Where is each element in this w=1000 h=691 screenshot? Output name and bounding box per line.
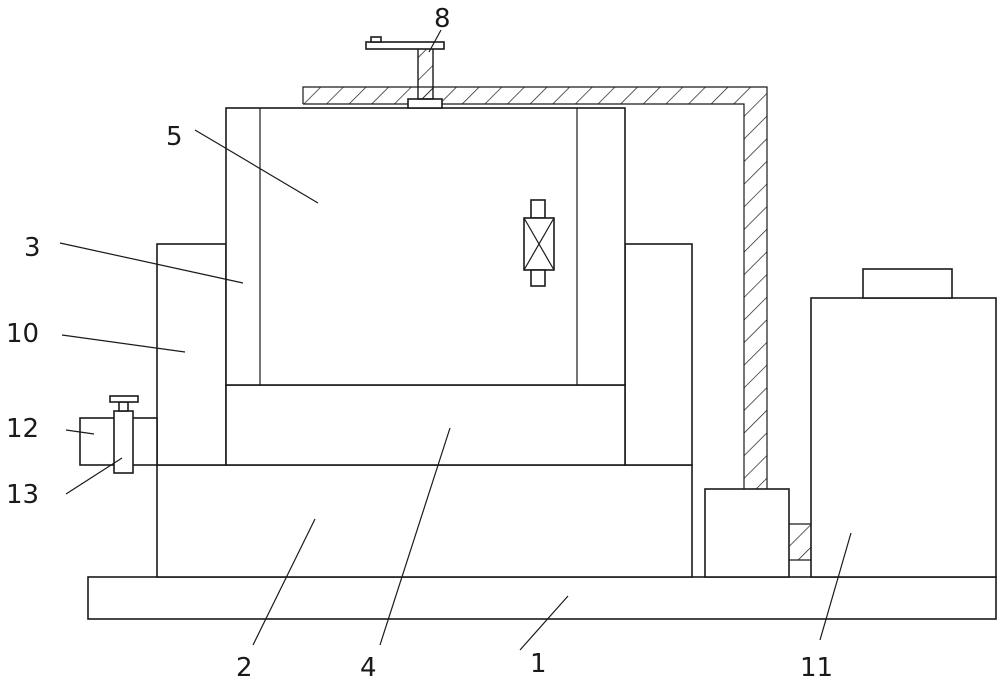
top-handle-screw — [365, 36, 445, 109]
tank — [810, 297, 997, 578]
leader-4 — [379, 427, 451, 646]
pump-box — [704, 488, 790, 578]
lower-body — [156, 464, 693, 578]
leader-8 — [428, 29, 442, 53]
leader-2 — [252, 518, 316, 646]
label-2: 2 — [236, 653, 253, 683]
label-4: 4 — [360, 653, 377, 683]
label-10: 10 — [6, 319, 39, 349]
label-8: 8 — [434, 4, 451, 34]
main-housing — [225, 107, 626, 386]
leader-1 — [519, 595, 569, 651]
right-upright — [624, 243, 693, 466]
label-3: 3 — [24, 233, 41, 263]
leader-13 — [65, 457, 123, 495]
label-1: 1 — [530, 649, 547, 679]
label-13: 13 — [6, 480, 39, 510]
valve — [79, 395, 158, 474]
base-plate — [87, 576, 997, 620]
middle-block — [225, 384, 626, 466]
leader-10 — [61, 334, 186, 353]
connecting-pipe — [789, 523, 811, 561]
tank-cap — [862, 268, 953, 299]
leader-12 — [65, 429, 95, 435]
leader-5 — [194, 129, 319, 204]
leader-3 — [59, 242, 244, 284]
hatched-pipe-frame — [302, 86, 768, 489]
label-5: 5 — [166, 122, 183, 152]
label-12: 12 — [6, 414, 39, 444]
label-11: 11 — [800, 653, 833, 683]
left-upright — [156, 243, 227, 466]
sight-window-component — [523, 199, 555, 287]
leader-11 — [819, 532, 852, 641]
